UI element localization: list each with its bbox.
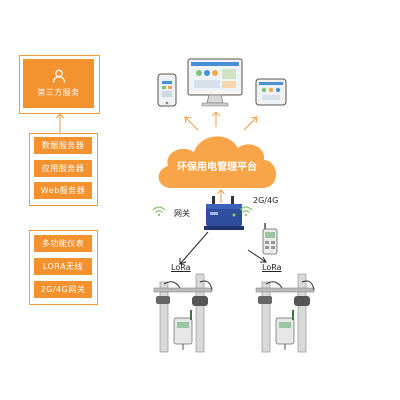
- user-icon: [52, 69, 66, 83]
- gateway-4g-box: 2G/4G网关: [34, 281, 92, 298]
- wifi-icon: [152, 206, 166, 217]
- arrow-cloud-to-monitor: [212, 111, 220, 127]
- third-party-label: 第三方服务: [37, 88, 80, 97]
- gateway-links: [179, 231, 267, 265]
- arrow-cloud-to-phone: [184, 116, 199, 131]
- third-party-box: 第三方服务: [23, 59, 94, 108]
- web-server-box: Web服务器: [34, 182, 92, 199]
- router-icon: [204, 196, 244, 230]
- pipe-sensor-icon: [153, 273, 213, 353]
- monitor-icon: [187, 58, 243, 107]
- lora-right-label: LoRa: [262, 263, 282, 272]
- app-server-box: 应用服务器: [34, 160, 92, 177]
- arrow-gateway-to-cloud: [217, 189, 225, 203]
- network-label: 2G/4G: [253, 196, 279, 205]
- tablet-icon: [255, 78, 287, 106]
- phone-icon: [157, 73, 177, 107]
- network-wifi-icon: [239, 206, 253, 217]
- pipe-sensor-icon: [255, 273, 315, 353]
- data-server-box: 数据服务器: [34, 137, 92, 154]
- arrow-cloud-to-tablet: [243, 116, 258, 131]
- meter-icon: [262, 223, 278, 255]
- lora-left-label: LoRa: [171, 263, 191, 272]
- arrow-up-left: [56, 113, 64, 133]
- multifunction-meter-box: 多功能仪表: [34, 235, 92, 252]
- cloud-label: 环保用电管理平台: [177, 162, 257, 173]
- cloud-shape: [158, 136, 277, 188]
- lora-wireless-box: LORA无线: [34, 258, 92, 275]
- gateway-label: 网关: [174, 209, 190, 218]
